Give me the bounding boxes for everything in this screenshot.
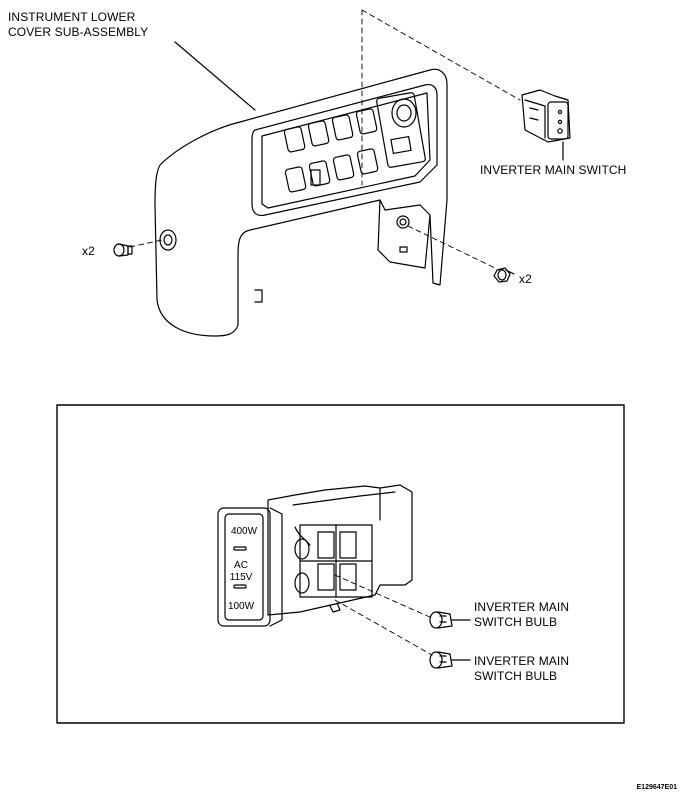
bulb1-label: INVERTER MAIN SWITCH BULB bbox=[474, 600, 569, 630]
switch-face-bottom: 100W bbox=[228, 601, 255, 612]
instrument-lower-cover bbox=[154, 68, 448, 337]
cover-leader-line bbox=[174, 41, 256, 111]
qty-right-label: x2 bbox=[519, 272, 532, 286]
inverter-switch-label: INVERTER MAIN SWITCH bbox=[480, 163, 627, 177]
left-clip bbox=[113, 243, 133, 257]
bulb1-label-line1: INVERTER MAIN bbox=[474, 600, 570, 614]
guide-lines-top bbox=[129, 9, 521, 269]
switch-face-top: 400W bbox=[231, 526, 258, 537]
bulb-1 bbox=[429, 611, 471, 629]
bulb2-label: INVERTER MAIN SWITCH BULB bbox=[474, 654, 569, 684]
inverter-switch-part bbox=[521, 89, 571, 143]
bulb1-label-line2: SWITCH BULB bbox=[474, 615, 558, 629]
bulb-2 bbox=[429, 651, 471, 669]
figure-code: E129647E01 bbox=[636, 784, 677, 791]
right-screw bbox=[493, 267, 515, 283]
instrument-cover-label-line1: INSTRUMENT LOWER bbox=[8, 10, 136, 24]
switch-housing bbox=[267, 484, 413, 616]
detail-box bbox=[56, 404, 625, 724]
bulb2-label-line1: INVERTER MAIN bbox=[474, 654, 570, 668]
guide-lines-bulbs bbox=[334, 574, 433, 656]
qty-left-label: x2 bbox=[82, 244, 95, 258]
instrument-cover-label: INSTRUMENT LOWER COVER SUB-ASSEMBLY bbox=[8, 10, 148, 40]
switch-face bbox=[217, 507, 283, 627]
instrument-cover-label-line2: COVER SUB-ASSEMBLY bbox=[8, 25, 149, 39]
switch-face-middle1: AC bbox=[234, 560, 248, 571]
bulb2-label-line2: SWITCH BULB bbox=[474, 669, 558, 683]
switch-face-middle2: 115V bbox=[230, 572, 253, 583]
